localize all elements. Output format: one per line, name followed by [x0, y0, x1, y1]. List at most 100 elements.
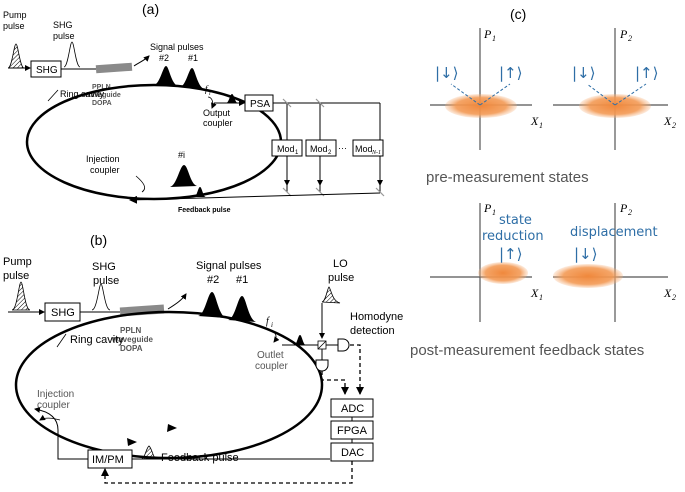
b-injection-side-arrow — [39, 414, 61, 421]
a-splitter-1 — [282, 98, 292, 108]
b-detector-2 — [315, 359, 329, 372]
a-mod1-sub: 1 — [295, 150, 299, 156]
a-signal-pulse-1 — [180, 68, 204, 89]
panel-c-label: (c) — [510, 6, 526, 22]
b-fi-label: f — [266, 316, 270, 327]
a-mod2-label: Mod — [310, 144, 328, 154]
a-mod-dots: ··· — [338, 143, 347, 153]
a-shg-pulse-label-1: SHG — [53, 20, 73, 30]
c-pre-x1-label: X — [530, 114, 539, 128]
b-signal-pulse-2 — [198, 292, 226, 318]
b-waveguide-out-arrow — [167, 293, 187, 310]
c-post-right-ket-down: |↓⟩ — [574, 245, 597, 263]
a-mod2-box — [305, 139, 337, 157]
c-post-p1-label: P — [483, 201, 492, 215]
b-lo-pulse-label-2: pulse — [328, 272, 354, 284]
a-injection-coupler-label-1: Injection — [86, 154, 120, 164]
a-injection-pointer — [135, 175, 145, 193]
c-pre-right-ket-up: |↑⟩ — [635, 64, 658, 82]
b-lo-pulse-label-1: LO — [333, 258, 348, 270]
b-outlet-coupler-label-1: Outlet — [257, 350, 284, 361]
a-sig-i-label: #i — [178, 150, 185, 160]
c-post-right-state — [553, 264, 623, 288]
a-fi-sub: i — [209, 91, 211, 97]
panel-a: (a) Pump pulse SHG SHG pulse PPLN wavegu… — [3, 1, 385, 214]
b-lo-pulse-shape — [321, 286, 341, 304]
c-post-title: post-measurement feedback states — [410, 342, 644, 359]
c-pre-left-state — [445, 94, 517, 118]
b-feedback-pulse-label: Feedback pulse — [161, 452, 239, 464]
a-mod1-label: Mod — [277, 144, 295, 154]
a-mod2-sub: 2 — [328, 150, 332, 156]
c-pre-right-ket-down: |↓⟩ — [572, 64, 595, 82]
panel-a-label: (a) — [142, 1, 159, 17]
c-pre-right-state — [579, 94, 651, 118]
a-signal-pulse-i — [170, 165, 197, 187]
a-combiner-1 — [282, 187, 292, 197]
b-shg-box-label: SHG — [51, 307, 75, 319]
b-impm-label: IM/PM — [92, 454, 124, 466]
b-ppln-label-3: DOPA — [120, 344, 143, 353]
b-ring-cavity-pointer — [56, 333, 67, 348]
c-state-reduction-label-1: state — [499, 213, 532, 228]
a-combiner-3 — [375, 187, 385, 197]
b-pump-pulse-label-1: Pump — [3, 256, 32, 268]
b-detector-1 — [337, 338, 350, 352]
c-post-x1-sub: 1 — [539, 293, 543, 302]
a-feedback-pulse-label: Feedback pulse — [178, 207, 231, 214]
c-pre-title: pre-measurement states — [426, 169, 589, 186]
a-pump-pulse-shape — [7, 43, 25, 69]
b-adc-label: ADC — [341, 403, 364, 415]
a-ppln-label-2: waveguide — [84, 92, 121, 99]
b-homodyne-label-1: Homodyne — [350, 311, 403, 323]
c-post-x1-label: X — [530, 286, 539, 300]
b-shg-pulse-label-1: SHG — [92, 261, 116, 273]
b-injection-coupler-label-1: Injection — [37, 389, 74, 400]
c-pre-p2-label: P — [619, 27, 628, 41]
a-signal-pulses-label: Signal pulses — [150, 42, 204, 52]
a-pump-pulse-label-1: Pump — [3, 10, 27, 20]
a-modn-box — [352, 139, 384, 157]
b-ring-cavity-label: Ring cavity — [70, 334, 124, 346]
b-beam-splitter-diag — [317, 340, 327, 350]
a-injection-coupler-label-2: coupler — [90, 165, 120, 175]
b-pump-pulse-label-2: pulse — [3, 270, 29, 282]
c-post-p2-sub: 2 — [628, 208, 632, 217]
a-splitter-2 — [315, 98, 325, 108]
a-feedback-line — [129, 192, 381, 204]
b-ring-direction-2 — [127, 438, 137, 446]
b-pump-pulse-shape — [11, 281, 31, 311]
c-post-x2-label: X — [663, 286, 672, 300]
panel-b: (b) Pump pulse SHG SHG pulse PPLN wavegu… — [3, 232, 403, 484]
b-det1-dashed — [350, 344, 364, 395]
c-pre-left-ket-down: |↓⟩ — [435, 64, 458, 82]
b-fi-arrow — [269, 329, 280, 343]
a-modn-sub: N-1 — [371, 150, 381, 156]
c-pre-p2-sub: 2 — [628, 34, 632, 43]
a-output-coupler-label-1: Output — [203, 108, 231, 118]
c-state-reduction-label-2: reduction — [482, 229, 544, 244]
c-pre-left-dashed-up — [479, 83, 511, 106]
c-pre-p1-sub: 1 — [492, 34, 496, 43]
a-ring-cavity-label: Ring cavity — [60, 89, 105, 99]
a-signal-pulse-2 — [154, 66, 178, 86]
c-post-left-state — [478, 262, 528, 284]
c-post-p2-label: P — [619, 201, 628, 215]
b-sig1-label: #1 — [236, 274, 248, 286]
panel-c: (c) |↓⟩ |↑⟩ P 1 X 1 |↓⟩ |↑⟩ P 2 X 2 pre-… — [410, 6, 676, 359]
b-homodyne-label-2: detection — [350, 325, 395, 337]
b-det2-dashed — [321, 371, 349, 395]
c-post-x2-sub: 2 — [672, 293, 676, 302]
a-shg-box-label: SHG — [36, 65, 58, 76]
c-pre-left-ket-up: |↑⟩ — [499, 64, 522, 82]
b-outlet-pulse — [294, 335, 306, 345]
c-pre-right-dashed-up — [614, 83, 647, 106]
b-ppln-label-1: PPLN — [120, 326, 142, 335]
a-output-pulse — [226, 94, 238, 103]
b-injection-coupler-label-2: coupler — [37, 400, 70, 411]
a-fi-label: f — [205, 84, 209, 94]
a-ppln-waveguide — [95, 62, 133, 74]
c-post-p1-sub: 1 — [492, 208, 496, 217]
a-shg-pulse-shape — [63, 41, 81, 68]
